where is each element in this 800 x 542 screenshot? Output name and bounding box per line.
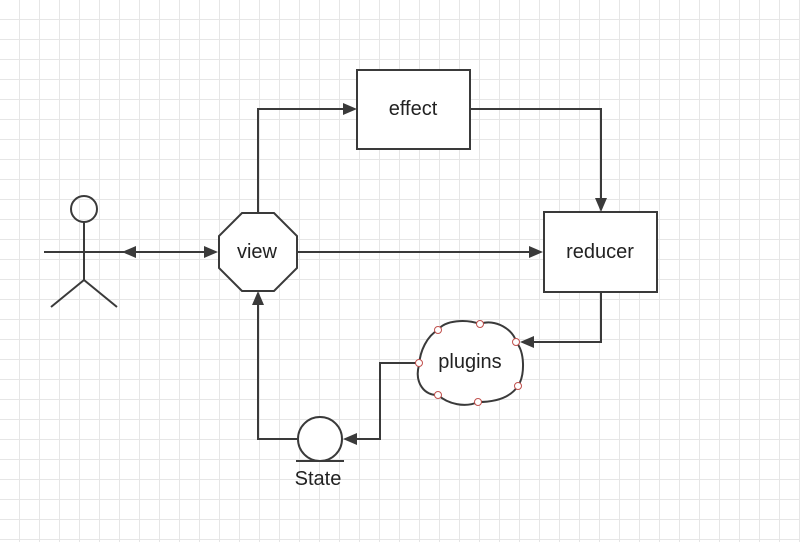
plugins-node[interactable]: plugins [415, 320, 524, 406]
edge-state-view [252, 291, 297, 440]
effect-box [356, 69, 471, 150]
selection-handle[interactable] [476, 320, 484, 328]
edge-view-reducer [297, 246, 543, 258]
state-circle-shape [297, 416, 343, 462]
selection-handle[interactable] [514, 382, 522, 390]
user-actor-icon[interactable] [44, 195, 124, 308]
reducer-label: reducer [566, 241, 634, 263]
selection-handle[interactable] [434, 326, 442, 334]
view-label: view [237, 241, 278, 263]
selection-handle[interactable] [434, 391, 442, 399]
view-node[interactable]: view [218, 212, 298, 292]
state-label: State [295, 468, 342, 490]
reducer-box [543, 211, 658, 293]
edge-actor-view [122, 246, 218, 258]
selection-handle[interactable] [512, 338, 520, 346]
effect-label: effect [389, 98, 438, 120]
edge-plugins-state [343, 362, 418, 445]
reducer-node[interactable]: reducer [543, 211, 658, 293]
edge-effect-reducer [470, 108, 607, 212]
connectors [122, 103, 607, 445]
octagon-shape [218, 212, 298, 292]
selection-handle[interactable] [415, 359, 423, 367]
edge-view-effect [257, 103, 357, 213]
state-node[interactable]: State [295, 416, 344, 490]
effect-node[interactable]: effect [356, 69, 471, 150]
edge-reducer-plugins [520, 292, 602, 348]
selection-handle[interactable] [474, 398, 482, 406]
plugins-label: plugins [438, 351, 501, 373]
